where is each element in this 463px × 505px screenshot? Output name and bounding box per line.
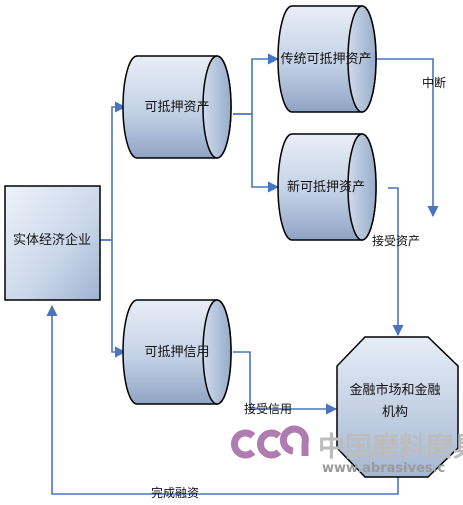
- label-complete-financing: 完成融资: [151, 485, 199, 500]
- arrow-to-new-asset: [233, 113, 280, 193]
- watermark: 中国磨料磨具 www.abrasives.c: [231, 425, 463, 476]
- arrow-enterprise-to-pledgeable-asset: [100, 101, 127, 241]
- node-enterprise: 实体经济企业: [4, 185, 101, 301]
- arrow-complete-financing: [46, 304, 399, 495]
- label-accept-asset: 接受资产: [372, 233, 420, 248]
- node-new-asset-label: 新可抵押资产: [287, 179, 365, 195]
- node-pledgeable-asset: 可抵押资产: [122, 55, 232, 159]
- watermark-url: www.abrasives.c: [322, 461, 445, 476]
- arrow-enterprise-to-pledge-credit: [100, 239, 127, 358]
- arrow-accept-asset: [388, 187, 404, 337]
- cca-logo: [231, 425, 309, 459]
- node-enterprise-label: 实体经济企业: [13, 232, 91, 248]
- node-traditional-asset-label: 传统可抵押资产: [280, 52, 371, 67]
- arrow-interrupt: [376, 58, 439, 218]
- label-accept-credit: 接受信用: [244, 401, 292, 416]
- node-pledge-credit-label: 可抵押信用: [144, 345, 209, 360]
- arrow-to-traditional-asset: [233, 53, 280, 115]
- arrow-accept-credit: [233, 351, 338, 415]
- node-financial-market: 金融市场和金融机构: [336, 336, 459, 478]
- connectors: [46, 53, 439, 495]
- watermark-chinese: 中国磨料磨具: [318, 432, 463, 463]
- node-traditional-asset: 传统可抵押资产: [277, 5, 377, 113]
- node-pledgeable-asset-label: 可抵押资产: [144, 100, 209, 115]
- label-interrupt: 中断: [422, 75, 446, 90]
- node-financial-market-label: 金融市场和金融机构: [349, 383, 441, 420]
- node-pledge-credit: 可抵押信用: [122, 299, 232, 405]
- node-new-asset: 新可抵押资产: [277, 133, 377, 241]
